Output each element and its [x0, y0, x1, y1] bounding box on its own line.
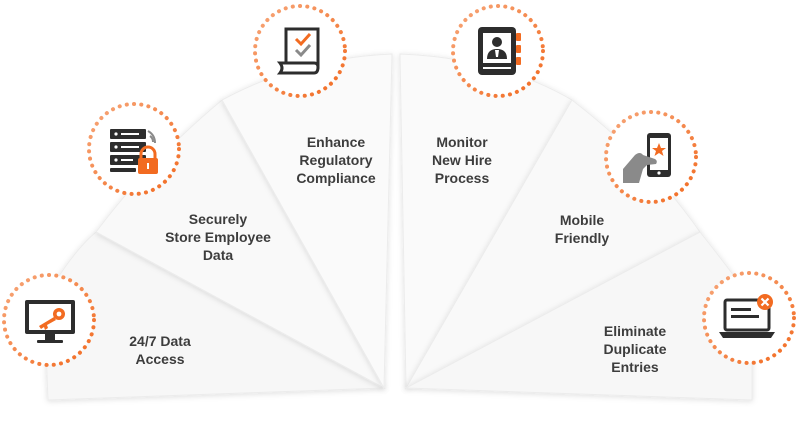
icon-circle-secure [86, 101, 182, 197]
feature-label-line: Eliminate [603, 323, 667, 339]
feature-label-line: Process [434, 170, 490, 186]
feature-label-access: 24/7 Data Access [129, 332, 190, 368]
feature-label-secure: Securely Store Employee Data [165, 210, 271, 264]
icon-circle-access [1, 272, 97, 368]
feature-label-line: Securely [188, 211, 248, 227]
feature-label-line: Enhance [306, 134, 366, 150]
icon-circle-duplicates [701, 270, 797, 366]
feature-label-line: Data [202, 247, 234, 263]
feature-label-line: Access [135, 351, 185, 367]
employee-directory-icon [451, 4, 545, 98]
feature-label-line: Mobile [559, 212, 605, 228]
icon-circle-mobile [603, 109, 699, 205]
feature-label-monitor: Monitor New Hire Process [432, 133, 492, 187]
feature-label-line: Friendly [554, 230, 610, 246]
feature-label-line: Compliance [296, 170, 376, 186]
monitor-key-icon [2, 273, 96, 367]
feature-label-mobile: Mobile Friendly [555, 211, 609, 247]
feature-label-line: 24/7 Data [129, 333, 191, 349]
icon-circle-compliance [252, 3, 348, 99]
server-lock-icon [87, 102, 181, 196]
laptop-remove-icon [702, 271, 796, 365]
feature-label-line: Duplicate [603, 341, 667, 357]
feature-label-compliance: Enhance Regulatory Compliance [296, 133, 375, 187]
mobile-hand-star-icon [604, 110, 698, 204]
icon-circle-monitor [450, 3, 546, 99]
checklist-document-icon [253, 4, 347, 98]
feature-label-line: Store Employee [165, 229, 271, 245]
feature-label-duplicates: Eliminate Duplicate Entries [603, 322, 666, 376]
feature-label-line: New Hire [432, 152, 492, 168]
feature-label-line: Regulatory [299, 152, 373, 168]
left-fan-panels [43, 53, 393, 401]
feature-label-line: Monitor [436, 134, 488, 150]
feature-label-line: Entries [611, 359, 659, 375]
